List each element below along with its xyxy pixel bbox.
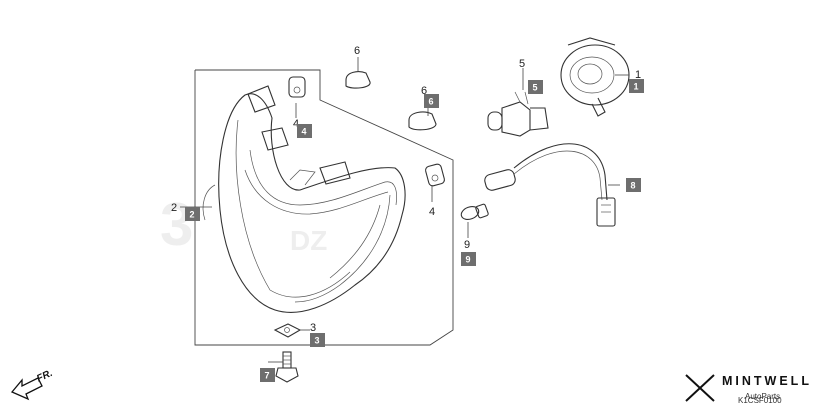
callout-number: 9 — [464, 239, 470, 251]
dust-cap-middle — [408, 111, 437, 131]
callout-4-top: 4 4 — [293, 118, 312, 138]
callout-badge — [424, 94, 439, 108]
callout-badge-label: 1 — [634, 82, 639, 92]
callout-4-right: 4 — [429, 206, 435, 218]
callout-badge — [626, 178, 641, 192]
clip-nut — [273, 323, 302, 338]
assembly-frame — [194, 69, 454, 346]
bulb-cover — [560, 37, 630, 117]
callout-number: 5 — [519, 58, 525, 70]
callout-badge-label: 3 — [315, 336, 320, 346]
callout-9: 9 9 — [461, 239, 476, 266]
brand-logo: MINTWELL AutoParts — [685, 374, 812, 402]
callout-badge — [629, 79, 644, 93]
callout-badge-label: 5 — [533, 83, 538, 93]
callout-badge-label: 6 — [429, 97, 434, 107]
callout-6-top: 6 — [354, 45, 360, 57]
svg-text:3: 3 — [160, 191, 193, 258]
callout-2: 2 2 — [171, 202, 200, 221]
callout-7: 7 7 — [260, 368, 275, 382]
leader-lines — [180, 57, 629, 363]
arrow-icon — [10, 377, 43, 401]
socket-harness — [484, 143, 616, 227]
headlight-housing — [202, 85, 406, 313]
callout-number: 2 — [171, 202, 177, 214]
callout-badge — [297, 124, 312, 138]
callout-badge-label: 4 — [302, 127, 307, 137]
front-label: FR. — [35, 368, 54, 385]
callout-badge — [310, 333, 325, 347]
callout-badge — [461, 252, 476, 266]
headlight-bulb — [487, 91, 549, 137]
callout-6-middle: 6 6 — [421, 85, 439, 108]
dust-cap-top — [345, 71, 371, 89]
callout-1: 1 1 — [629, 69, 644, 93]
callout-3: 3 3 — [310, 322, 325, 347]
callout-badge — [528, 80, 543, 94]
callout-number: 6 — [421, 85, 427, 97]
callout-number: 6 — [354, 45, 360, 57]
callout-badge-label: 8 — [631, 181, 636, 191]
callout-number: 4 — [293, 118, 299, 130]
brand-name: MINTWELL — [722, 374, 812, 388]
diagram-code: K1CSF0100 — [738, 396, 782, 405]
callout-number: 1 — [635, 69, 641, 81]
callout-badge — [185, 207, 200, 221]
position-bulb — [460, 203, 489, 220]
callout-8: 8 8 — [626, 178, 641, 192]
front-direction-marker: FR. — [10, 368, 54, 401]
rubber-mount-top — [288, 76, 306, 98]
callout-number: 4 — [429, 206, 435, 218]
callout-badge — [260, 368, 275, 382]
watermark: 3 DZ — [160, 191, 327, 258]
callout-badge-label: 7 — [265, 371, 270, 381]
bolt — [275, 351, 299, 383]
callout-number: 3 — [310, 322, 316, 334]
callout-5: 5 5 — [519, 58, 543, 94]
brand-subtitle: AutoParts — [745, 392, 780, 401]
callout-badge-label: 2 — [190, 210, 195, 220]
svg-text:DZ: DZ — [290, 225, 327, 256]
callout-badge-label: 9 — [466, 255, 471, 265]
mintwell-logo-icon — [685, 374, 715, 402]
rubber-mount-right — [425, 163, 445, 187]
